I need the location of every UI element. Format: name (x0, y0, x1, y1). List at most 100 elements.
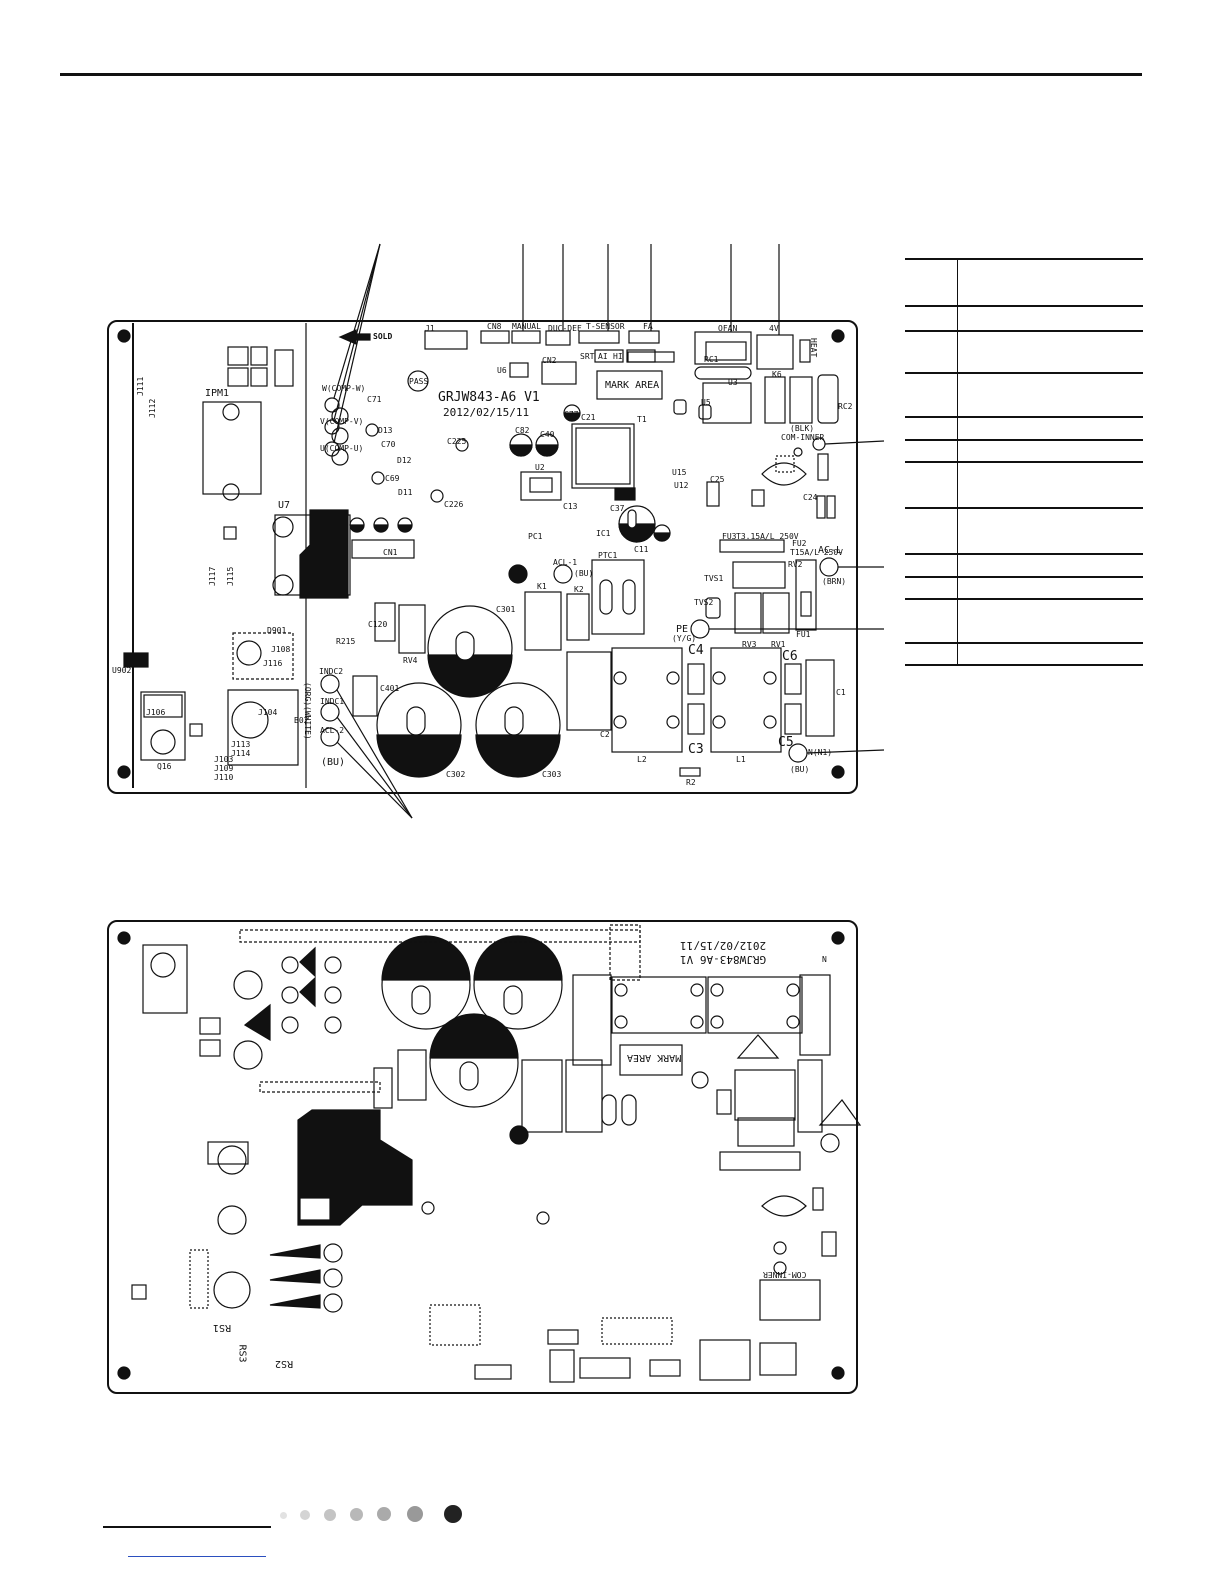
terminal-com-inner: COM-INNER (781, 433, 825, 442)
comp-u6: U6 (497, 366, 507, 375)
comp-c2: C2 (600, 730, 610, 739)
comp-j114: J114 (231, 749, 251, 758)
footer-rule (103, 1526, 271, 1528)
comp-u15: U15 (672, 468, 687, 477)
comp-j117: J117 (208, 566, 217, 586)
comp-u5: U5 (701, 398, 711, 407)
comp-rv2: RV2 (788, 560, 803, 569)
connector-cn1: CN1 (383, 548, 398, 557)
comp-j116: J116 (263, 659, 283, 668)
connector-4v: 4V (769, 324, 779, 333)
comp-c69: C69 (385, 474, 400, 483)
comp-u12: U12 (674, 481, 689, 490)
bottom-rs2-label: RS2 (275, 1358, 294, 1369)
footer-dot-5 (377, 1507, 391, 1521)
comp-fu2-rating: T15A/L 250V (790, 548, 843, 557)
bottom-com-inner-label: COM-INNER (763, 1270, 807, 1279)
comp-j115: J115 (226, 566, 235, 586)
bottom-rs1-label: RS1 (213, 1322, 232, 1333)
comp-ptc1: PTC1 (598, 551, 618, 560)
comp-d13: D13 (378, 426, 393, 435)
comp-d901: D901 (267, 626, 287, 635)
comp-c303: C303 (542, 770, 562, 779)
footer-dot-4 (350, 1508, 363, 1521)
comp-l1: L1 (736, 755, 746, 764)
footer-dot-2 (300, 1510, 310, 1520)
comp-k6: K6 (772, 370, 782, 379)
terminal-pe: PE (676, 624, 689, 635)
top-date-label: 2012/02/15/11 (443, 406, 530, 419)
terminal-indc1: INDC1 (320, 697, 345, 706)
comp-c82: C82 (515, 426, 530, 435)
comp-c6: C6 (782, 649, 798, 664)
bottom-date-label: 2012/02/15/11 (680, 939, 767, 952)
bottom-mark-area-label: MARK AREA (627, 1052, 682, 1063)
terminal-acl2: ACL-2 (320, 726, 345, 735)
comp-c1: C1 (836, 688, 846, 697)
comp-q16: Q16 (157, 762, 172, 771)
terminal-n-color: (BU) (790, 765, 810, 774)
comp-k2: K2 (574, 585, 584, 594)
terminal-com-inner-color: (BLK) (790, 424, 815, 433)
comp-j113: J113 (231, 740, 251, 749)
legend-row (905, 259, 1143, 307)
comp-b02: B02 (294, 716, 309, 725)
legend-row (905, 508, 1143, 555)
comp-d12: D12 (397, 456, 412, 465)
comp-c120: C120 (368, 620, 388, 629)
terminal-indc2-color: (ORG) (303, 682, 312, 707)
footer-dot-3 (324, 1509, 336, 1521)
terminal-u: U(COMP-U) (320, 444, 364, 453)
comp-u7: U7 (278, 500, 291, 511)
connector-t-sensor: T-SENSOR (586, 322, 625, 331)
comp-c77: C77 (564, 410, 579, 419)
comp-c11: C11 (634, 545, 649, 554)
comp-c3: C3 (688, 742, 704, 757)
top-model-label: GRJW843-A6 V1 (438, 390, 540, 405)
legend-row (905, 554, 1143, 578)
comp-k1: K1 (537, 582, 547, 591)
legend-row (905, 306, 1143, 332)
bottom-pcb-drawing (117, 924, 862, 1383)
comp-j111: J111 (136, 376, 145, 396)
comp-rc1: RC1 (704, 355, 719, 364)
legend-row (905, 599, 1143, 644)
footer-dot-1 (280, 1512, 287, 1519)
comp-j108: J108 (271, 645, 291, 654)
connector-fa: FA (643, 322, 653, 331)
comp-c25: C25 (710, 475, 725, 484)
connector-ofan: OFAN (718, 324, 738, 333)
comp-rv1: RV1 (771, 640, 786, 649)
comp-c13: C13 (563, 502, 578, 511)
comp-r215: R215 (336, 637, 356, 646)
comp-t1: T1 (637, 415, 647, 424)
comp-rv3: RV3 (742, 640, 757, 649)
top-pcb-drawing (117, 243, 885, 819)
legend-table (905, 258, 1143, 666)
comp-fu2: FU2 (792, 539, 807, 548)
terminal-v: V(COMP-V) (320, 417, 364, 426)
comp-c301: C301 (496, 605, 516, 614)
comp-j104: J104 (258, 708, 278, 717)
comp-tvs2: TVS2 (694, 598, 714, 607)
legend-row (905, 373, 1143, 418)
comp-c302: C302 (446, 770, 466, 779)
terminal-acl-color: (BRN) (822, 577, 847, 586)
header-rule (60, 73, 1142, 76)
comp-j103: J103 (214, 755, 234, 764)
legend-row (905, 643, 1143, 666)
legend-row (905, 440, 1143, 463)
terminal-acl1-color: (BU) (574, 569, 594, 578)
bottom-n-label: N (822, 955, 827, 964)
terminal-acl2-color: (BU) (321, 757, 346, 768)
terminal-acl: AC-L (818, 545, 843, 556)
comp-c5: C5 (778, 735, 794, 750)
check-srt: SRT (580, 352, 595, 361)
comp-ipm1: IPM1 (205, 388, 230, 399)
comp-j106: J106 (146, 708, 166, 717)
terminal-indc2: INDC2 (319, 667, 344, 676)
terminal-n: N(N1) (808, 748, 833, 757)
comp-u2: U2 (535, 463, 545, 472)
comp-ic1: IC1 (596, 529, 611, 538)
comp-j110: J110 (214, 773, 234, 782)
